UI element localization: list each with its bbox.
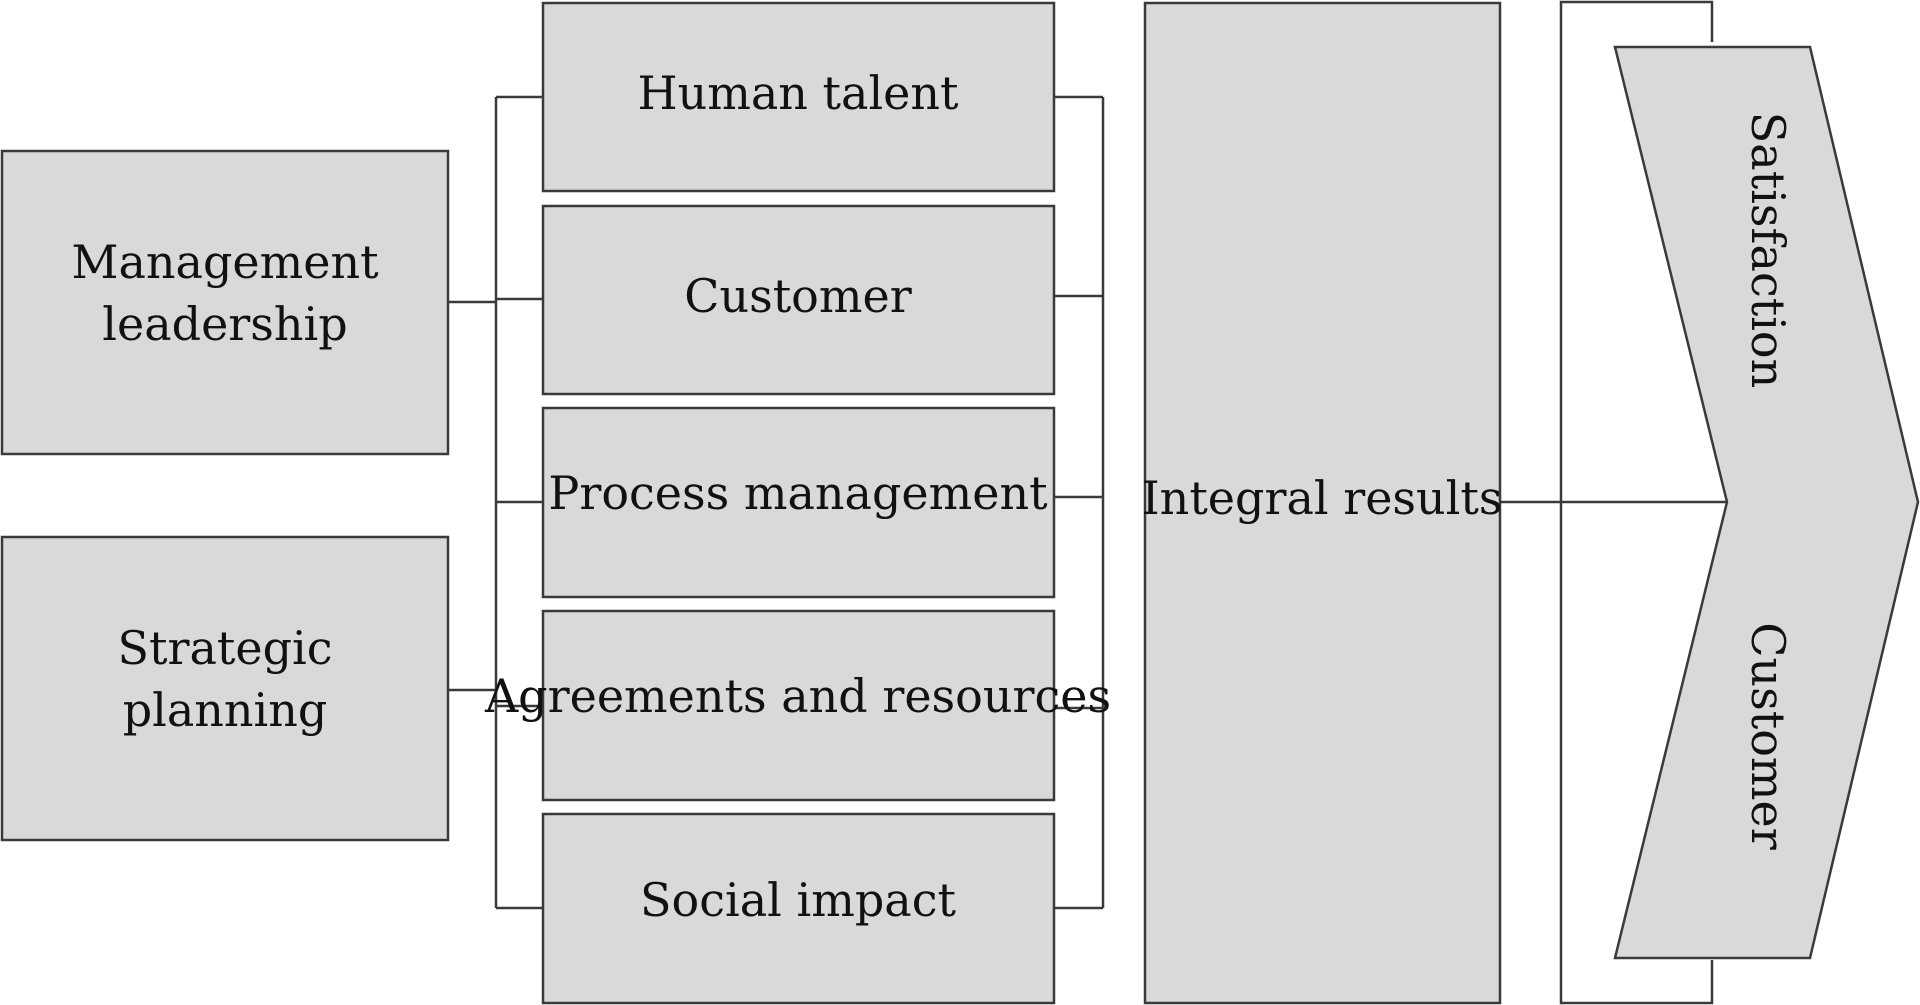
arrow-label-customer: Customer <box>1741 622 1795 849</box>
enabler-strategic-planning: Strategic planning <box>0 535 450 842</box>
results-connectors <box>1500 0 1728 1005</box>
results-label: Integral results <box>1142 471 1503 525</box>
criterion-process-management: Process management <box>541 406 1056 599</box>
enabler-label-line: leadership <box>102 297 347 351</box>
right-connectors <box>1054 95 1105 910</box>
criterion-label: Process management <box>548 466 1048 520</box>
criterion-human-talent: Human talent <box>541 1 1056 193</box>
criterion-label: Agreements and resources <box>484 669 1111 723</box>
customer-satisfaction-arrow: Satisfaction Customer <box>1613 45 1920 960</box>
enabler-label-line: Management <box>71 235 379 289</box>
criterion-customer: Customer <box>541 204 1056 396</box>
criterion-label: Customer <box>684 269 911 323</box>
criterion-label: Human talent <box>638 66 960 120</box>
enabler-label-line: Strategic <box>117 621 332 675</box>
criterion-social-impact: Social impact <box>541 812 1056 1005</box>
arrow-label-satisfaction: Satisfaction <box>1741 112 1795 388</box>
criterion-label: Social impact <box>640 873 956 927</box>
enabler-label-line: planning <box>123 683 328 737</box>
left-connectors <box>448 95 543 910</box>
criterion-agreements-and-resources: Agreements and resources <box>484 609 1111 802</box>
integral-results-box: Integral results <box>1142 1 1503 1005</box>
enabler-management-leadership: Management leadership <box>0 149 450 456</box>
